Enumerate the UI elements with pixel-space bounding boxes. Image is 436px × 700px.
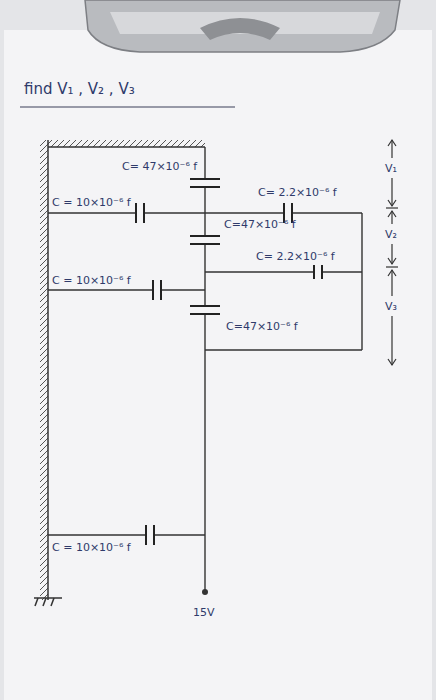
voltage-label: V₂ — [385, 228, 397, 241]
drawing-stroke — [48, 212, 136, 213]
drawing-stroke — [48, 289, 153, 290]
drawing-stroke — [391, 316, 392, 365]
drawing-stroke — [145, 525, 147, 545]
drawing-stroke — [153, 525, 155, 545]
voltage-label: V₃ — [385, 300, 397, 313]
drawing-stroke — [388, 200, 396, 206]
capacitor-value: C= 47×10⁻⁶ f — [122, 160, 197, 173]
drawing-stroke — [388, 359, 396, 365]
voltage-arrows — [386, 140, 398, 365]
capacitor-symbol — [136, 179, 322, 545]
drawing-stroke — [160, 280, 162, 300]
capacitor-value: C = 10×10⁻⁶ f — [52, 196, 131, 209]
source-voltage: 15V — [193, 606, 215, 619]
drawing-stroke — [190, 186, 220, 188]
wires — [48, 147, 362, 590]
drawing-stroke — [388, 258, 396, 264]
drawing-stroke — [292, 212, 362, 213]
drawing-stroke — [391, 244, 392, 264]
drawing-stroke — [144, 212, 284, 213]
drawing-stroke — [47, 140, 49, 600]
drawing-stroke — [391, 211, 392, 224]
drawing-stroke — [204, 244, 205, 306]
ground-symbol — [34, 598, 62, 606]
ground-hatch — [40, 140, 205, 600]
clipboard-clip — [85, 0, 400, 52]
paper-sheet — [4, 30, 432, 700]
drawing-stroke — [190, 235, 220, 237]
diagram-title: find V₁ , V₂ , V₃ — [24, 80, 135, 98]
drawing-stroke — [190, 243, 220, 245]
drawing-stroke — [48, 146, 205, 148]
drawing-stroke — [85, 0, 400, 52]
drawing-stroke — [135, 203, 137, 223]
drawing-stroke — [388, 270, 396, 276]
drawing-stroke — [204, 187, 205, 236]
drawing-stroke — [391, 140, 392, 158]
title-underline — [20, 107, 235, 108]
drawing-stroke — [391, 178, 392, 206]
drawing-stroke — [200, 18, 280, 40]
drawing-stroke — [43, 598, 46, 606]
capacitor-value: C= 2.2×10⁻⁶ f — [258, 186, 337, 199]
terminal-dot — [202, 589, 208, 595]
drawing-stroke — [190, 178, 220, 180]
drawing-stroke — [205, 271, 314, 272]
capacitor-value: C=47×10⁻⁶ f — [226, 320, 298, 333]
drawing-stroke — [321, 265, 323, 279]
drawing-stroke — [322, 271, 362, 272]
drawing-stroke — [388, 211, 396, 217]
drawing-stroke — [205, 349, 362, 350]
drawing-stroke — [154, 534, 205, 535]
drawing-stroke — [204, 314, 205, 590]
voltage-label: V₁ — [385, 162, 397, 175]
drawing-stroke — [143, 203, 145, 223]
capacitor-value: C = 10×10⁻⁶ f — [52, 541, 131, 554]
drawing-stroke — [51, 598, 54, 606]
capacitor-value: C= 2.2×10⁻⁶ f — [256, 250, 335, 263]
capacitor-value: C = 10×10⁻⁶ f — [52, 274, 131, 287]
drawing-stroke — [190, 313, 220, 315]
drawing-stroke — [40, 140, 48, 600]
drawing-stroke — [48, 534, 146, 535]
drawing-stroke — [391, 270, 392, 296]
capacitor-value: C=47×10⁻⁶ f — [224, 218, 296, 231]
drawing-stroke — [190, 305, 220, 307]
drawing-stroke — [313, 265, 315, 279]
drawing-stroke — [152, 280, 154, 300]
drawing-stroke — [204, 147, 205, 179]
drawing-stroke — [388, 140, 396, 146]
drawing-stroke — [161, 289, 205, 290]
drawing-stroke — [361, 213, 362, 350]
drawing-stroke — [386, 207, 398, 208]
drawing-stroke — [35, 598, 38, 606]
drawing-stroke — [386, 266, 398, 267]
drawing-stroke — [48, 140, 205, 147]
